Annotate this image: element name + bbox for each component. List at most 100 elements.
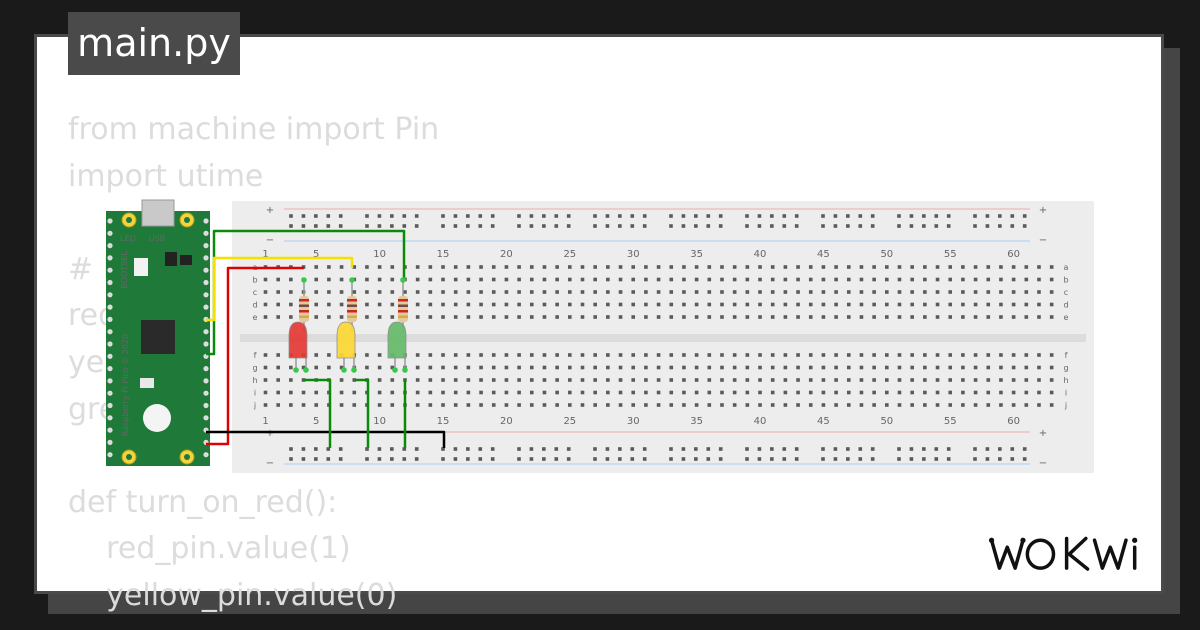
breadboard-hole: [479, 277, 483, 282]
breadboard-hole: [834, 265, 838, 269]
breadboard-hole: [479, 390, 483, 395]
breadboard-hole: [1037, 277, 1041, 282]
breadboard-hole: [593, 290, 597, 294]
rail-hole: [618, 224, 622, 228]
breadboard-hole: [669, 302, 674, 307]
breadboard-hole: [390, 302, 395, 307]
breadboard-hole: [846, 290, 851, 294]
rail-hole: [441, 447, 445, 451]
breadboard-hole: [707, 390, 712, 395]
breadboard-hole: [859, 290, 864, 294]
breadboard-hole: [834, 365, 838, 370]
led-label: LED: [120, 234, 136, 243]
column-number-top: 30: [627, 249, 640, 260]
resistor-band: [299, 315, 309, 318]
breadboard-hole: [872, 265, 876, 269]
wire-yellow: [206, 256, 354, 322]
rp2040-chip: [141, 320, 175, 354]
breadboard-hole: [390, 365, 395, 370]
breadboard-hole: [745, 403, 750, 407]
breadboard-hole: [453, 378, 458, 382]
led-pin-marker: [303, 367, 309, 373]
breadboard-hole: [669, 403, 674, 407]
breadboard-hole: [568, 290, 572, 294]
breadboard-hole: [644, 378, 648, 382]
breadboard-hole: [872, 277, 876, 282]
breadboard-hole: [707, 365, 712, 370]
rail-hole: [630, 224, 635, 228]
breadboard-hole: [948, 403, 953, 407]
rail-hole: [642, 447, 647, 451]
breadboard-hole: [491, 290, 496, 294]
column-number-bottom: 50: [880, 416, 893, 427]
breadboard-hole: [808, 378, 813, 382]
file-tab[interactable]: main.py: [68, 12, 240, 75]
breadboard-hole: [885, 277, 889, 282]
rail-hole: [478, 224, 483, 228]
breadboard-hole: [644, 290, 648, 294]
breadboard-hole: [491, 277, 496, 282]
pico-pin-left: [107, 243, 113, 249]
breadboard-hole: [631, 390, 636, 395]
breadboard-hole: [669, 265, 674, 269]
breadboard-hole: [479, 302, 483, 307]
rail-hole: [414, 224, 419, 228]
rail-hole: [897, 457, 901, 461]
rail-hole: [985, 214, 990, 218]
breadboard-hole: [999, 365, 1003, 370]
breadboard-hole: [441, 365, 445, 370]
rail-hole: [870, 447, 875, 451]
breadboard-hole: [428, 290, 433, 294]
breadboard-hole: [441, 315, 445, 319]
breadboard-hole: [390, 403, 395, 407]
column-number-bottom: 55: [944, 416, 957, 427]
column-number-bottom: 45: [817, 416, 830, 427]
breadboard-hole: [656, 390, 661, 395]
rail-hole: [694, 447, 698, 451]
breadboard-hole: [377, 403, 382, 407]
pico-pin-left: [107, 267, 113, 273]
breadboard-hole: [415, 265, 420, 269]
breadboard-hole: [758, 315, 762, 319]
breadboard-hole: [923, 365, 927, 370]
breadboard-hole: [453, 290, 458, 294]
breadboard-hole: [314, 315, 319, 319]
rail-hole: [453, 447, 458, 451]
breadboard-hole: [694, 290, 699, 294]
code-line: def turn_on_red():: [68, 484, 338, 520]
breadboard-hole: [568, 353, 572, 357]
breadboard-hole: [885, 390, 889, 395]
rail-hole: [301, 447, 306, 451]
rail-hole: [466, 447, 470, 451]
rail-hole: [566, 224, 571, 228]
breadboard-hole: [1024, 365, 1029, 370]
breadboard-hole: [745, 302, 750, 307]
breadboard-hole: [745, 277, 750, 282]
breadboard-hole: [466, 365, 471, 370]
breadboard-hole: [948, 290, 953, 294]
breadboard-hole: [631, 277, 636, 282]
breadboard-hole: [276, 378, 280, 382]
breadboard-hole: [732, 378, 737, 382]
breadboard-hole: [732, 265, 737, 269]
breadboard-hole: [973, 353, 978, 357]
breadboard-hole: [808, 290, 813, 294]
breadboard-hole: [631, 302, 636, 307]
breadboard-hole: [580, 353, 585, 357]
breadboard-hole: [846, 353, 851, 357]
rail-hole: [529, 224, 534, 228]
breadboard-hole: [555, 302, 559, 307]
breadboard-hole: [390, 265, 395, 269]
breadboard-hole: [593, 390, 597, 395]
breadboard-hole: [821, 353, 826, 357]
rail-hole: [517, 447, 521, 451]
rail-hole: [757, 447, 762, 451]
breadboard-hole: [263, 302, 268, 307]
rail-hole: [718, 214, 723, 218]
rail-hole: [897, 224, 901, 228]
code-line: from machine import Pin: [68, 112, 440, 147]
breadboard-hole: [517, 378, 521, 382]
led-green: [387, 321, 407, 359]
rail-hole: [694, 214, 698, 218]
breadboard-hole: [758, 365, 762, 370]
